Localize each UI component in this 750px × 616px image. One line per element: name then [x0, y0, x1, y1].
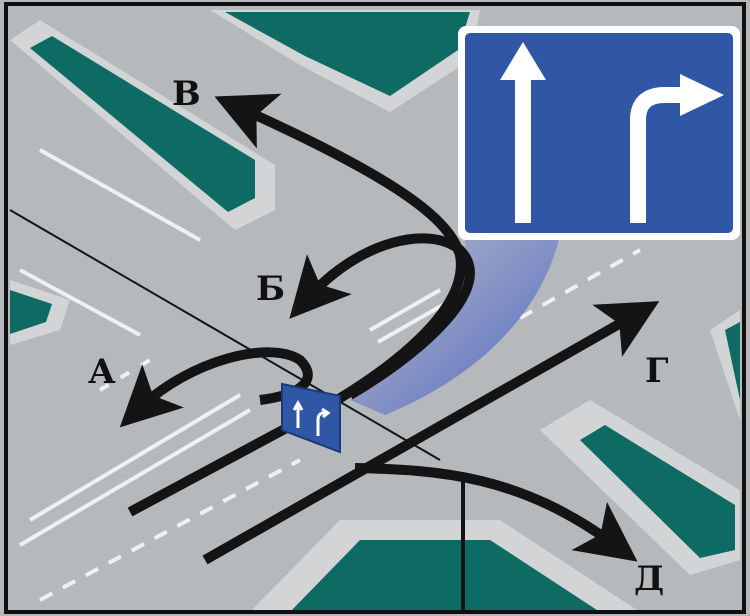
arrow-d: [354, 463, 638, 562]
small-sign-arrows-icon: [292, 399, 331, 436]
direction-label-a: А: [88, 352, 116, 392]
direction-label-v: В: [172, 74, 201, 114]
trajectory-arrows: [119, 93, 660, 565]
median-blocks: [10, 10, 740, 612]
direction-label-d: Д: [634, 559, 664, 599]
median-right-inner: [725, 322, 740, 400]
sign-projection: [350, 225, 560, 415]
median-bottom-center-inner: [290, 540, 600, 612]
direction-label-b: Б: [256, 269, 285, 309]
small-lane-sign: [281, 382, 341, 454]
straight-or-right-arrow-icon: [630, 74, 724, 223]
direction-label-g: Г: [645, 351, 669, 391]
diagram-frame: [4, 2, 746, 614]
median-top-left-inner: [30, 36, 255, 212]
straight-arrow-icon: [500, 42, 546, 223]
sign-coverage-line: [9, 209, 441, 461]
median-left-inner: [10, 290, 52, 334]
lane-markings: [18, 148, 641, 602]
median-bottom-right-inner: [580, 425, 735, 558]
lane-direction-sign: [458, 26, 740, 240]
median-top-center-inner: [225, 12, 470, 96]
arrow-g: [202, 301, 660, 565]
arrow-v: [127, 93, 466, 517]
